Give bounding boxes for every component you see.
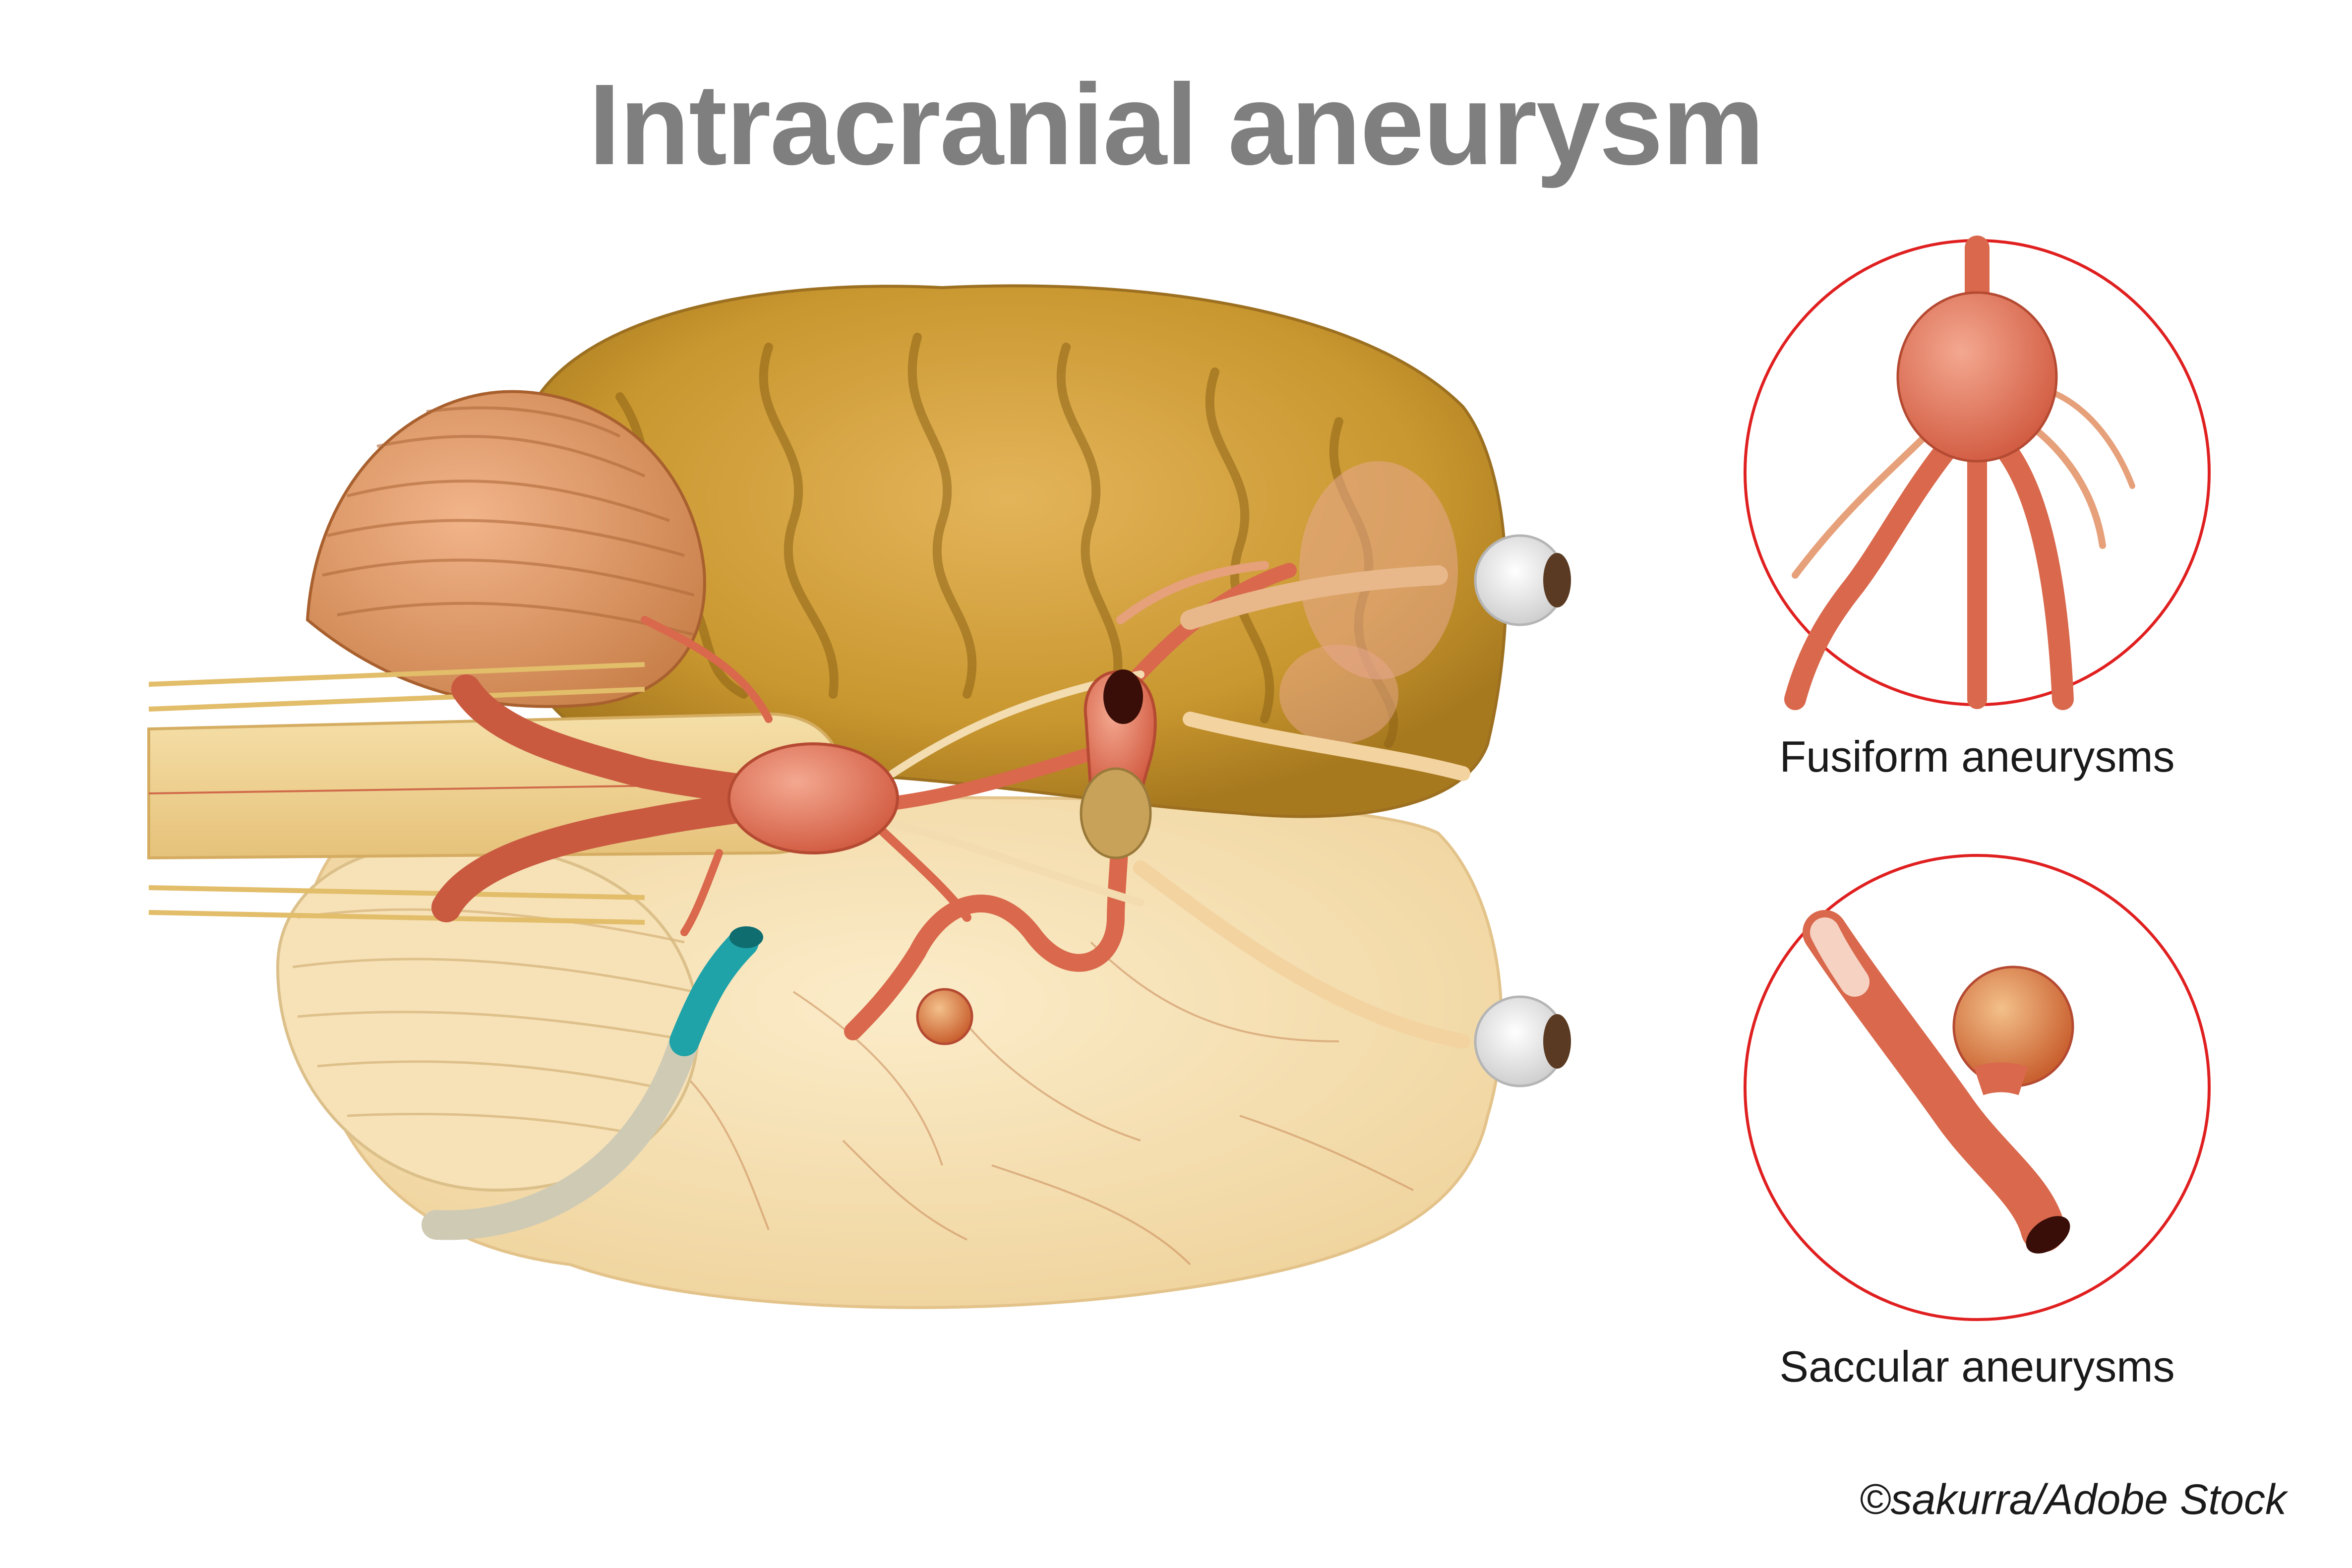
small-saccular-aneurysm xyxy=(916,988,973,1045)
saccular-caption: Saccular aneurysms xyxy=(1779,1342,2175,1391)
left-eye xyxy=(1474,995,1571,1087)
diagram-title: Intracranial aneurysm xyxy=(588,60,1764,189)
catheter xyxy=(422,926,763,1240)
cerebellum xyxy=(276,390,706,1192)
carotid-aneurysm xyxy=(1080,669,1157,859)
fusiform-inset xyxy=(1744,236,2211,710)
right-eye xyxy=(1474,534,1571,626)
saccular-inset xyxy=(1744,854,2211,1321)
image-credit: ©sakurra/Adobe Stock xyxy=(1859,1476,2287,1523)
basilar-aneurysm xyxy=(727,742,899,854)
fusiform-caption: Fusiform aneurysms xyxy=(1779,732,2175,781)
